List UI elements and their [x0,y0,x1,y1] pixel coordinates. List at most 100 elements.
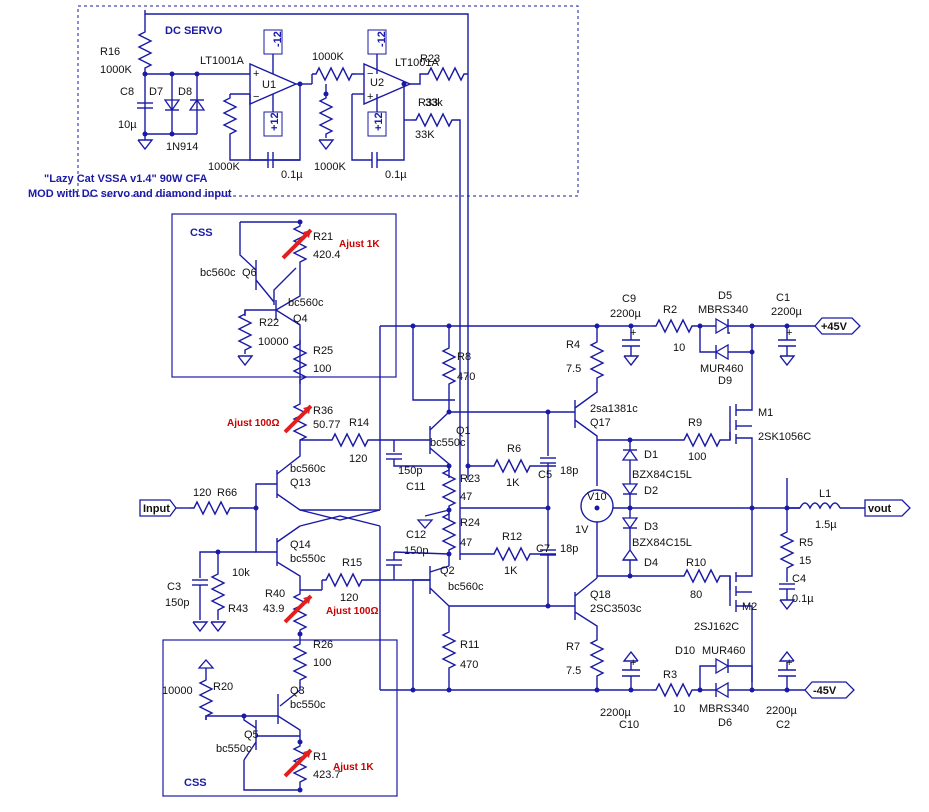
components-r5-ref-label: R5 [799,537,813,549]
css-top-label: CSS [190,227,213,239]
components-r23a-value-label: 33k [425,97,443,109]
supplies-u1_top-label: -12 [272,31,284,47]
components-c4-ref-label: C4 [792,573,806,585]
components-q4-value-label: bc560c [288,297,324,309]
ports-vneg-label: -45V [813,685,837,697]
svg-text:+: + [786,327,792,339]
components-r6-value-label: 1K [506,477,520,489]
components-c8-value-label: 10µ [118,119,137,131]
components-r_u2_gnd-value-label: 1000K [314,161,346,173]
components-c9-ref-label: C9 [622,293,636,305]
svg-text:+: + [253,68,259,80]
components-d5-value-label: MBRS340 [698,304,748,316]
vneg-port[interactable] [804,681,855,699]
input-stage: Ajust 100Ω R36 50.77 R14 120 bc560c Q13 … [139,385,430,640]
components-d9-value-label: MUR460 [700,363,743,375]
components-r36-note-label: Ajust 100Ω [227,418,279,429]
components-c2-ref-label: C2 [776,719,790,731]
components-r22-value-label: 10000 [258,336,289,348]
components-q3-ref-label: Q3 [290,685,305,697]
components-u2-value-label: LT1001A [395,57,439,69]
components-r24-value-label: 47 [460,537,472,549]
components-m1-value-label: 2SK1056C [758,431,811,443]
components-r12-ref-label: R12 [502,531,522,543]
components-d4-ref-label: D4 [644,557,658,569]
supplies-u1_bot-label: +12 [269,112,281,131]
components-d10-ref-label: D10 [675,645,695,657]
components-c_u2-value-label: 0.1µ [385,169,407,181]
components-c8-ref-label: C8 [120,86,134,98]
components-r9-value-label: 100 [688,451,706,463]
components-c12-value-label: 150p [404,545,428,557]
components-d6-value-label: MBRS340 [699,703,749,715]
components-r66-value-label: 120 [193,487,211,499]
ports-vpos-label: +45V [821,321,848,333]
input-port[interactable] [139,499,177,517]
components-r26-value-label: 100 [313,657,331,669]
components-r2-ref-label: R2 [663,304,677,316]
components-d2-ref-label: D2 [644,485,658,497]
ports-input-label: Input [143,503,170,515]
vout-port[interactable] [864,499,911,517]
components-q18-ref-label: Q18 [590,589,611,601]
dc-servo-section: R16 1000K C8 10µ D7 D8 1N914 LT1001A U1 … [100,10,469,560]
components-q13-value-label: bc560c [290,463,326,475]
components-r40-ref-label: R40 [265,588,285,600]
svg-text:−: − [367,68,373,80]
svg-text:+: + [630,327,636,339]
components-l1-value-label: 1.5µ [815,519,837,531]
components-c11-value-label: 150p [398,465,422,477]
components-d3-ref-label: D3 [644,521,658,533]
components-r15-ref-label: R15 [342,557,362,569]
components-d7-ref-label: D7 [149,86,163,98]
components-c12-ref-label: C12 [406,529,426,541]
supplies-u2_top-label: -12 [376,31,388,47]
components-r2-value-label: 10 [673,342,685,354]
components-q17-ref-label: Q17 [590,417,611,429]
title-line-1: "Lazy Cat VSSA v1.4" 90W CFA [44,173,208,185]
components-r12-value-label: 1K [504,565,518,577]
vas-stage: R8 470 Q1 bc550c 150p C11 R23 47 R24 47 [379,323,640,693]
components-r3-value-label: 10 [673,703,685,715]
components-c4-value-label: 0.1µ [792,593,814,605]
components-r10-value-label: 80 [690,589,702,601]
components-r8-value-label: 470 [457,371,475,383]
components-r14-ref-label: R14 [349,417,369,429]
components-c10-ref-label: C10 [619,719,639,731]
components-r1-ref-label: R1 [313,751,327,763]
components-q13-ref-label: Q13 [290,477,311,489]
vpos-port[interactable] [814,317,861,335]
components-r7-ref-label: R7 [566,641,580,653]
dc-servo-box [77,5,579,197]
components-r11-value-label: 470 [460,659,478,671]
components-q14-value-label: bc550c [290,553,326,565]
components-q2-ref-label: Q2 [440,565,455,577]
components-c7-value-label: 18p [560,543,578,555]
components-u2-ref-label: U2 [370,77,384,89]
components-r9-ref-label: R9 [688,417,702,429]
components-c2-value-label: 2200µ [766,705,797,717]
svg-text:+: + [786,657,792,669]
components-q5-value-label: bc550c [216,743,252,755]
components-r10-ref-label: R10 [686,557,706,569]
css-top-box [171,213,397,378]
components-r22-ref-label: R22 [259,317,279,329]
supplies-u2_bot-label: +12 [373,112,385,131]
components-d3-value-label: BZX84C15L [632,537,692,549]
components-d1-value-label: BZX84C15L [632,469,692,481]
components-v10-value-label: 1V [575,524,589,536]
components-r24-ref-label: R24 [460,517,480,529]
components-r43-value-label: 10k [232,567,250,579]
components-r43-ref-label: R43 [228,603,248,615]
components-r23a-ref-label: R23 [420,53,440,65]
components-r_u1_fb-value-label: 1000K [208,161,240,173]
components-r11-ref-label: R11 [460,639,479,651]
components-c7-ref-label: C7 [536,543,550,555]
components-l1-ref-label: L1 [819,488,831,500]
components-q4-ref-label: Q4 [293,313,308,325]
components-r1-value-label: 423.7 [313,769,341,781]
components-d5-ref-label: D5 [718,290,732,302]
components-r15-value-label: 120 [340,592,358,604]
components-r21-value-label: 420.4 [313,249,341,261]
css-top-section: R21 420.4 Ajust 1K bc560c Q6 bc560c Q4 R… [200,219,380,385]
